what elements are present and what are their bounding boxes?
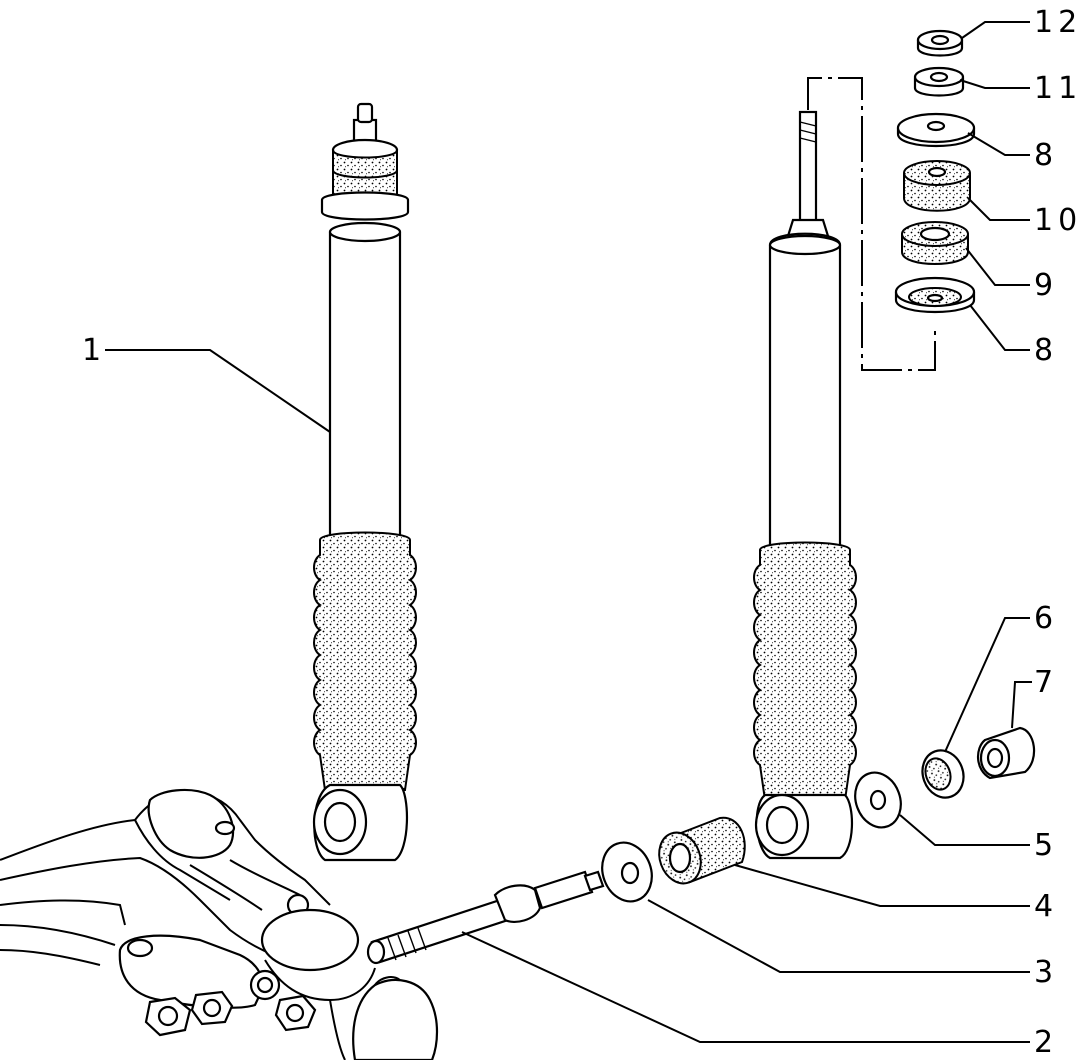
leader-line-3 <box>647 899 1030 973</box>
callout-12: 12 <box>1034 5 1080 40</box>
shock-absorber-exploded <box>753 77 936 860</box>
leader-line-9 <box>965 247 1030 286</box>
upper-mounting-parts <box>894 29 976 314</box>
leader-line-12 <box>961 21 1030 39</box>
leader-line-8-upper <box>967 132 1030 156</box>
leader-lines <box>105 21 1032 1043</box>
callout-11: 11 <box>1034 71 1080 106</box>
leader-line-11 <box>959 79 1030 89</box>
leader-line-1 <box>105 349 331 433</box>
leader-line-6 <box>944 617 1030 753</box>
callout-3: 3 <box>1034 955 1058 990</box>
callout-8-upper: 8 <box>1034 138 1058 173</box>
callout-5: 5 <box>1034 828 1058 863</box>
leader-line-8-lower <box>969 304 1030 351</box>
suspension-arm <box>0 788 439 1060</box>
callout-labels: 1 2 3 4 5 6 7 8 8 9 10 11 12 <box>82 5 1080 1060</box>
leader-line-10 <box>967 197 1030 221</box>
lower-mounting-parts <box>366 726 1036 965</box>
leader-line-5 <box>899 814 1030 846</box>
leader-line-7 <box>1011 681 1032 729</box>
callout-2: 2 <box>1034 1025 1058 1060</box>
callout-4: 4 <box>1034 889 1058 924</box>
callout-7: 7 <box>1034 665 1058 700</box>
callout-8-lower: 8 <box>1034 333 1058 368</box>
callout-6: 6 <box>1034 601 1058 636</box>
callout-1: 1 <box>82 333 106 368</box>
callout-10: 10 <box>1034 203 1080 238</box>
callout-9: 9 <box>1034 268 1058 303</box>
leader-line-2 <box>461 931 1030 1043</box>
leader-line-4 <box>734 864 1030 907</box>
shock-absorber-assembled <box>312 102 417 862</box>
